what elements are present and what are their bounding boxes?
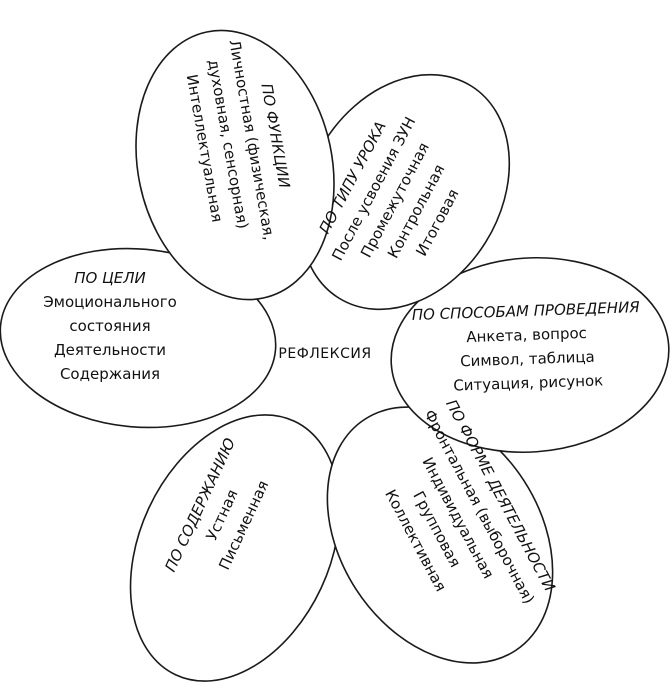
petal-goal-item: состояния xyxy=(69,317,151,335)
petal-methods-shape xyxy=(390,256,670,454)
petal-goal-item: Содержания xyxy=(59,365,161,383)
petal-content-shape xyxy=(129,414,341,682)
petal-goal-item: Эмоционального xyxy=(43,293,177,311)
petal-function-shape xyxy=(135,29,335,301)
petal-activity-shape xyxy=(326,406,554,664)
center-label: РЕФЛЕКСИЯ xyxy=(278,346,372,362)
petal-goal-shape xyxy=(0,247,277,429)
petal-goal: ПО ЦЕЛИ Эмоционального состояния Деятель… xyxy=(43,266,177,386)
petal-methods: ПО СПОСОБАМ ПРОВЕДЕНИЯ Анкета, вопрос Си… xyxy=(411,295,642,399)
petal-goal-item: Деятельности xyxy=(53,341,167,359)
petal-goal-title: ПО ЦЕЛИ xyxy=(74,269,146,287)
